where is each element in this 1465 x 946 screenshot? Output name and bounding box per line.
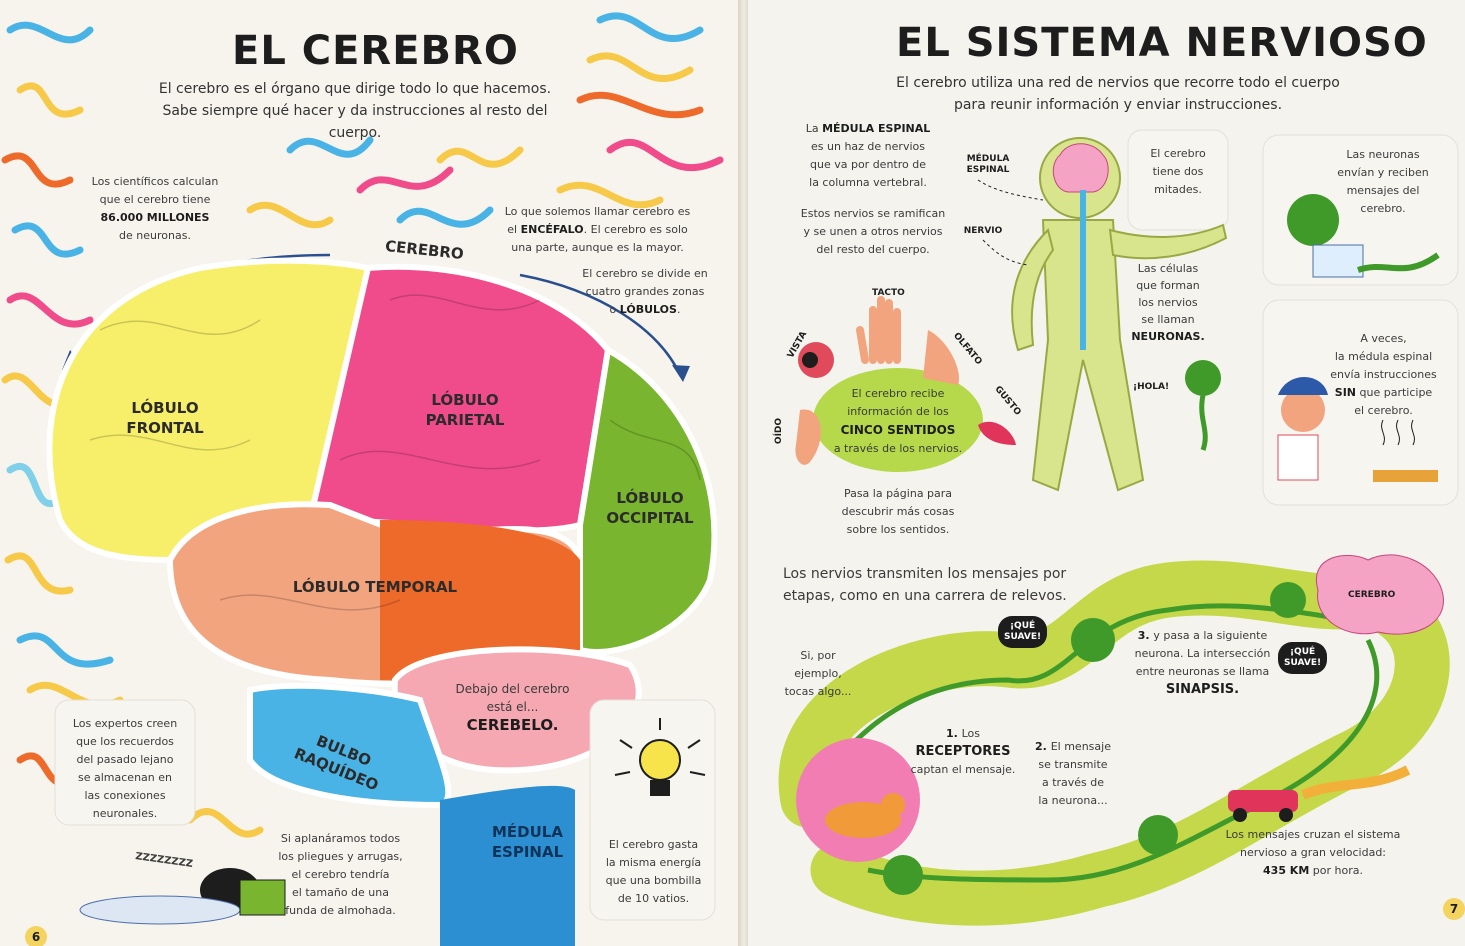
- hand-icon: [856, 296, 901, 364]
- sleeping-person-icon: [79, 868, 286, 925]
- light-bulb-icon: [614, 718, 706, 796]
- left-page: EL CEREBRO El cerebro es el órgano que d…: [0, 0, 740, 946]
- neuron-node-2-icon: [1270, 582, 1306, 618]
- neuron-envelope-icon: [1287, 194, 1440, 278]
- page-number-left: 6: [25, 926, 47, 946]
- eye-icon: [798, 342, 834, 378]
- neuron-nodes: [883, 582, 1306, 895]
- occipital-lobe-shape: [577, 345, 718, 655]
- temporal-lobe-dark-shape: [380, 520, 580, 680]
- nose-icon: [923, 330, 959, 385]
- senses-circle: [813, 368, 983, 472]
- right-page: EL SISTEMA NERVIOSO El cerebro utiliza u…: [748, 0, 1465, 946]
- mouth-icon: [978, 421, 1016, 445]
- cat-icon: [825, 793, 905, 838]
- brain-icon: [1052, 143, 1109, 193]
- intro-text-right: El cerebro utiliza una red de nervios qu…: [896, 75, 1340, 113]
- relay-brain-icon: [1315, 554, 1444, 635]
- neuron-node-4-icon: [883, 855, 923, 895]
- left-illustrations: [1, 12, 724, 946]
- page-number-right: 7: [1443, 898, 1465, 920]
- label-nerve: NERVIO: [963, 226, 1003, 236]
- neuron-node-3-icon: [1138, 815, 1178, 855]
- book-gutter: [738, 0, 750, 946]
- relay-brain-label: CEREBRO: [1348, 590, 1396, 600]
- ear-icon: [795, 409, 821, 465]
- human-body-icon: [1011, 137, 1228, 492]
- neuron-node-1-icon: [1071, 618, 1115, 662]
- neuron-hola-icon: [1185, 360, 1221, 451]
- cooking-person-icon: [1277, 376, 1438, 482]
- sense-hearing-label: OÍDO: [774, 417, 785, 445]
- right-illustrations: [778, 129, 1459, 926]
- page-title-right: EL SISTEMA NERVIOSO: [896, 20, 1428, 66]
- temporal-lobe-label: LÓBULO TEMPORAL: [292, 578, 458, 596]
- nerve-line-top: [836, 603, 1349, 762]
- medulla-shape: [247, 682, 452, 809]
- decorative-neurons-icon: [1, 12, 724, 838]
- race-car-icon: [1228, 765, 1411, 822]
- frontal-lobe-shape: [46, 257, 372, 564]
- spinal-cord-shape: [440, 785, 575, 946]
- hola-text: ¡HOLA!: [1133, 382, 1170, 392]
- arc-arrow-right-icon: [519, 273, 682, 376]
- sense-touch-label: TACTO: [872, 288, 905, 298]
- page-title: EL CEREBRO: [232, 28, 519, 74]
- intro-text: El cerebro es el órgano que dirige todo …: [158, 81, 552, 141]
